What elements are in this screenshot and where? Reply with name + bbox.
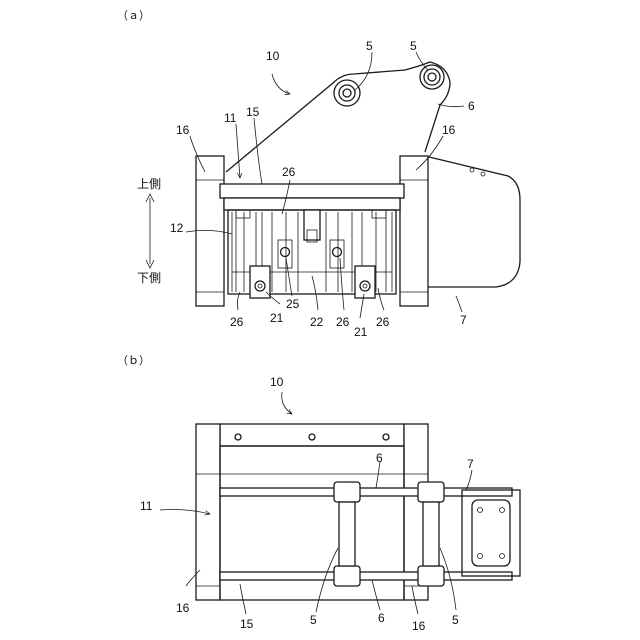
- label-11-b: 11: [140, 499, 153, 513]
- label-16-right: 16: [442, 123, 456, 137]
- label-5-left-b: 5: [310, 613, 317, 627]
- center-block: [304, 210, 320, 240]
- bolt-mid-left: [278, 240, 292, 268]
- label-21-b: 21: [354, 325, 368, 339]
- label-7: 7: [460, 313, 467, 327]
- label-6-top-b: 6: [376, 451, 383, 465]
- label-10: 10: [266, 49, 280, 63]
- label-16-left-b: 16: [176, 601, 190, 615]
- label-26-a: 26: [230, 315, 244, 329]
- pin-left: [334, 80, 360, 106]
- bolt-mid-right: [330, 240, 344, 268]
- beam-base: [224, 198, 400, 210]
- label-10-b: 10: [270, 375, 284, 389]
- label-6: 6: [468, 99, 475, 113]
- figure-b: （ｂ）: [117, 354, 520, 633]
- label-lower-side: 下側: [137, 271, 161, 285]
- label-12: 12: [170, 221, 184, 235]
- label-21-a: 21: [270, 311, 284, 325]
- label-7-b: 7: [467, 457, 474, 471]
- figure-a: （ａ）: [117, 9, 520, 339]
- caption-b: （ｂ）: [117, 354, 150, 367]
- label-26-top: 26: [282, 165, 296, 179]
- side-plate: [425, 156, 520, 287]
- label-26-b: 26: [336, 315, 350, 329]
- side-plate-b: [462, 490, 520, 576]
- label-5-right-b: 5: [452, 613, 459, 627]
- label-5-right: 5: [410, 39, 417, 53]
- label-11: 11: [224, 111, 237, 125]
- label-22: 22: [310, 315, 324, 329]
- label-26-c: 26: [376, 315, 390, 329]
- caption-a: （ａ）: [117, 9, 150, 22]
- label-upper-side: 上側: [137, 177, 161, 191]
- pin-right: [420, 65, 444, 89]
- top-beam: [220, 184, 404, 198]
- label-6-bottom-b: 6: [378, 611, 385, 625]
- label-16-right-b: 16: [412, 619, 426, 633]
- label-25: 25: [286, 297, 300, 311]
- bracket-right-lower: [355, 266, 375, 298]
- label-16-left: 16: [176, 123, 190, 137]
- bracket-plate-top: [220, 488, 512, 496]
- top-beam-b: [220, 424, 404, 446]
- label-5-left: 5: [366, 39, 373, 53]
- side-frame-left: [196, 156, 224, 306]
- pin-left-b: [334, 482, 360, 586]
- side-frame-right: [400, 156, 428, 306]
- label-15: 15: [246, 105, 260, 119]
- label-15-b: 15: [240, 617, 254, 631]
